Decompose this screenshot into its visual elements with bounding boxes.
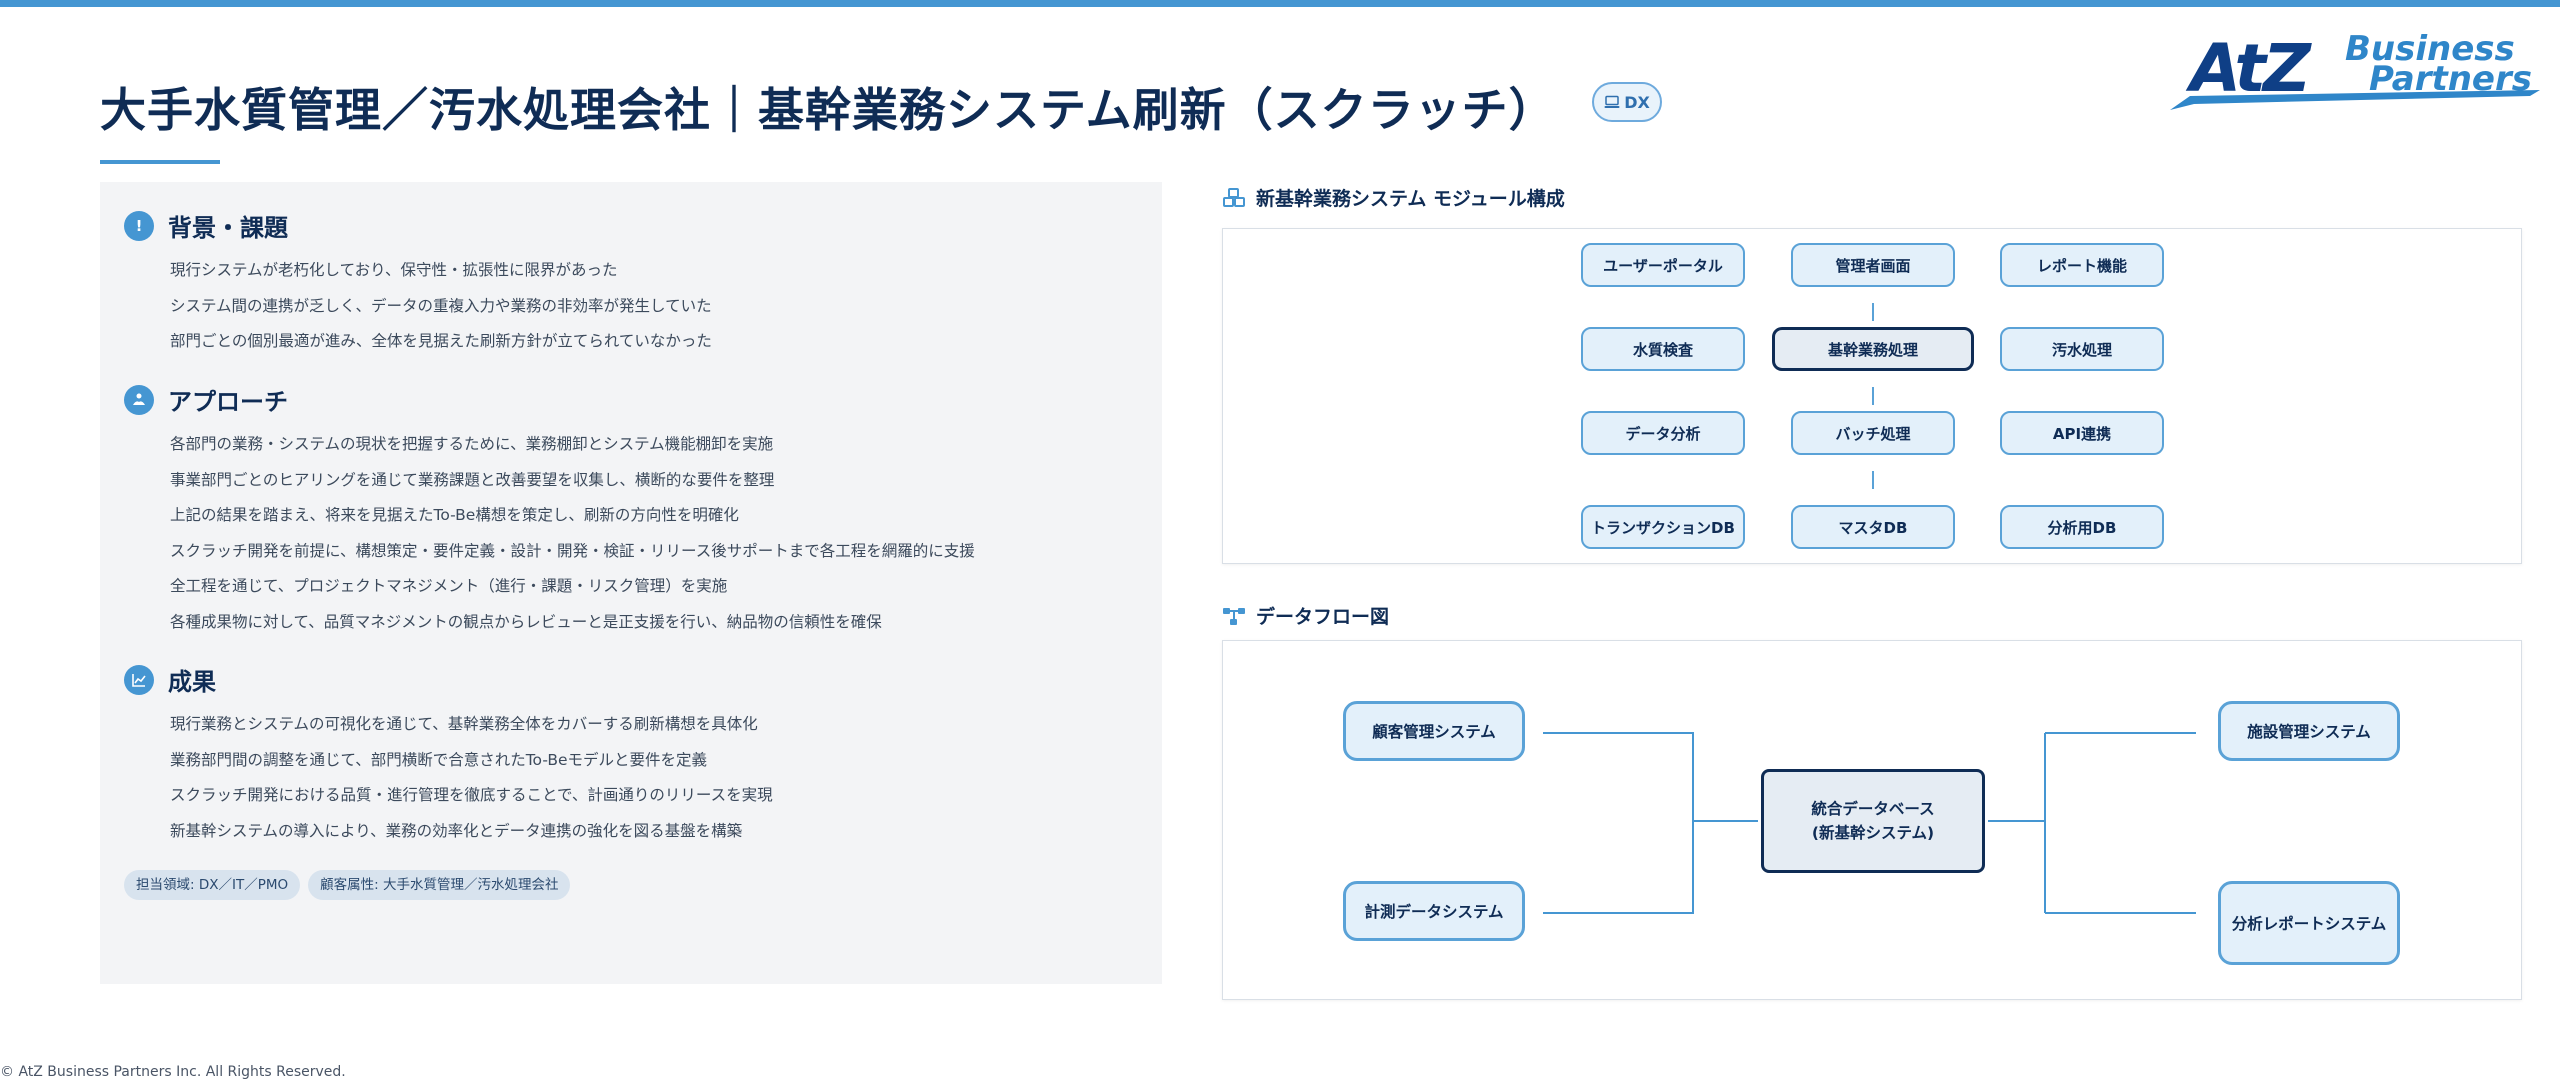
section-approach: アプローチ 各部門の業務・システムの現状を把握するために、業務棚卸とシステム機能…: [124, 382, 975, 640]
logo-wordmark: Business Partners: [2345, 29, 2532, 99]
node-measurement-system: 計測データシステム: [1343, 881, 1525, 941]
module-api: API連携: [2000, 411, 2164, 455]
integrated-db-subtitle: (新基幹システム): [1811, 824, 1935, 842]
node-facility-system: 施設管理システム: [2218, 701, 2400, 761]
node-integrated-database: 統合データベース (新基幹システム): [1761, 769, 1985, 873]
module-section-heading: 新基幹業務システム モジュール構成: [1222, 184, 1565, 211]
logo-word-partners: Partners: [2369, 59, 2532, 99]
dx-badge: DX: [1592, 82, 1662, 122]
module-diagram: ユーザーポータル 管理者画面 レポート機能 水質検査 基幹業務処理 汚水処理 デ…: [1222, 228, 2522, 564]
dx-badge-label: DX: [1624, 92, 1650, 112]
integrated-db-title: 統合データベース: [1811, 800, 1935, 818]
list-item: 上記の結果を踏まえ、将来を見据えたTo-Be構想を策定し、刷新の方向性を明確化: [170, 506, 739, 524]
list-item: 部門ごとの個別最適が進み、全体を見据えた刷新方針が立てられていなかった: [170, 332, 712, 350]
list-item: 業務部門間の調整を通じて、部門横断で合意されたTo-Beモデルと要件を定義: [170, 750, 708, 769]
module-sewage-treatment: 汚水処理: [2000, 327, 2164, 371]
logo-mark: AtZ: [2190, 30, 2311, 107]
list-item: システム間の連携が乏しく、データの重複入力や業務の非効率が発生していた: [170, 296, 712, 315]
section-background: ! 背景・課題 現行システムが老朽化しており、保守性・拡張性に限界があった シス…: [124, 208, 712, 360]
list-item: スクラッチ開発における品質・進行管理を徹底することで、計画通りのリリースを実現: [170, 786, 773, 804]
tag-client: 顧客属性: 大手水質管理／汚水処理会社: [308, 870, 571, 900]
node-report-system: 分析レポートシステム: [2218, 881, 2400, 965]
module-report: レポート機能: [2000, 243, 2164, 287]
project-summary-panel: ! 背景・課題 現行システムが老朽化しており、保守性・拡張性に限界があった シス…: [100, 182, 1162, 984]
flow-connectors: [1543, 732, 2196, 914]
module-transaction-db: トランザクションDB: [1581, 505, 1745, 549]
section-results: 成果 現行業務とシステムの可視化を通じて、基幹業務全体をカバーする刷新構想を具体…: [124, 662, 773, 849]
copyright-footer: © AtZ Business Partners Inc. All Rights …: [0, 1064, 346, 1080]
section-title: アプローチ: [168, 388, 288, 416]
module-user-portal: ユーザーポータル: [1581, 243, 1745, 287]
tag-list: 担当領域: DX／IT／PMO 顧客属性: 大手水質管理／汚水処理会社: [124, 870, 571, 900]
dataflow-section-heading: データフロー図: [1222, 602, 1389, 629]
list-item: スクラッチ開発を前提に、構想策定・要件定義・設計・開発・検証・リリース後サポート…: [170, 541, 975, 560]
module-water-inspection: 水質検査: [1581, 327, 1745, 371]
cubes-icon: [1223, 187, 1245, 207]
top-accent-bar: [0, 0, 2560, 7]
list-item: 現行システムが老朽化しており、保守性・拡張性に限界があった: [170, 261, 618, 279]
section-title: 背景・課題: [168, 214, 288, 242]
company-logo: AtZ Business Partners: [2170, 30, 2540, 116]
chart-line-icon: [124, 664, 154, 695]
network-icon: [1223, 607, 1245, 625]
module-core-business: 基幹業務処理: [1772, 327, 1974, 371]
laptop-icon: [1604, 95, 1620, 108]
module-data-analysis: データ分析: [1581, 411, 1745, 455]
list-item: 全工程を通じて、プロジェクトマネジメント（進行・課題・リスク管理）を実施: [170, 577, 728, 595]
module-analytics-db: 分析用DB: [2000, 505, 2164, 549]
list-item: 事業部門ごとのヒアリングを通じて業務課題と改善要望を収集し、横断的な要件を整理: [170, 470, 775, 489]
tag-domain: 担当領域: DX／IT／PMO: [124, 870, 301, 900]
connector-line: [1872, 387, 1874, 405]
exclamation-icon: !: [124, 210, 154, 241]
module-admin-screen: 管理者画面: [1791, 243, 1955, 287]
logo-swoosh: [2170, 90, 2540, 110]
title-underline: [100, 160, 220, 164]
list-item: 各種成果物に対して、品質マネジメントの観点からレビューと是正支援を行い、納品物の…: [170, 612, 882, 631]
list-item: 新基幹システムの導入により、業務の効率化とデータ連携の強化を図る基盤を構築: [170, 821, 743, 840]
module-batch: バッチ処理: [1791, 411, 1955, 455]
module-master-db: マスタDB: [1791, 505, 1955, 549]
dataflow-heading-text: データフロー図: [1256, 606, 1390, 628]
connector-line: [1872, 471, 1874, 489]
section-title: 成果: [168, 668, 216, 696]
list-item: 現行業務とシステムの可視化を通じて、基幹業務全体をカバーする刷新構想を具体化: [170, 715, 758, 733]
module-heading-text: 新基幹業務システム モジュール構成: [1256, 188, 1565, 210]
page-title: 大手水質管理／汚水処理会社｜基幹業務システム刷新（スクラッチ）: [100, 83, 1556, 137]
list-item: 各部門の業務・システムの現状を把握するために、業務棚卸とシステム機能棚卸を実施: [170, 435, 774, 453]
logo-word-business: Business: [2345, 29, 2515, 69]
handshake-icon: [124, 384, 154, 415]
node-customer-system: 顧客管理システム: [1343, 701, 1525, 761]
dataflow-diagram: 顧客管理システム 計測データシステム 統合データベース (新基幹システム) 施設…: [1222, 640, 2522, 1000]
connector-line: [1872, 303, 1874, 321]
